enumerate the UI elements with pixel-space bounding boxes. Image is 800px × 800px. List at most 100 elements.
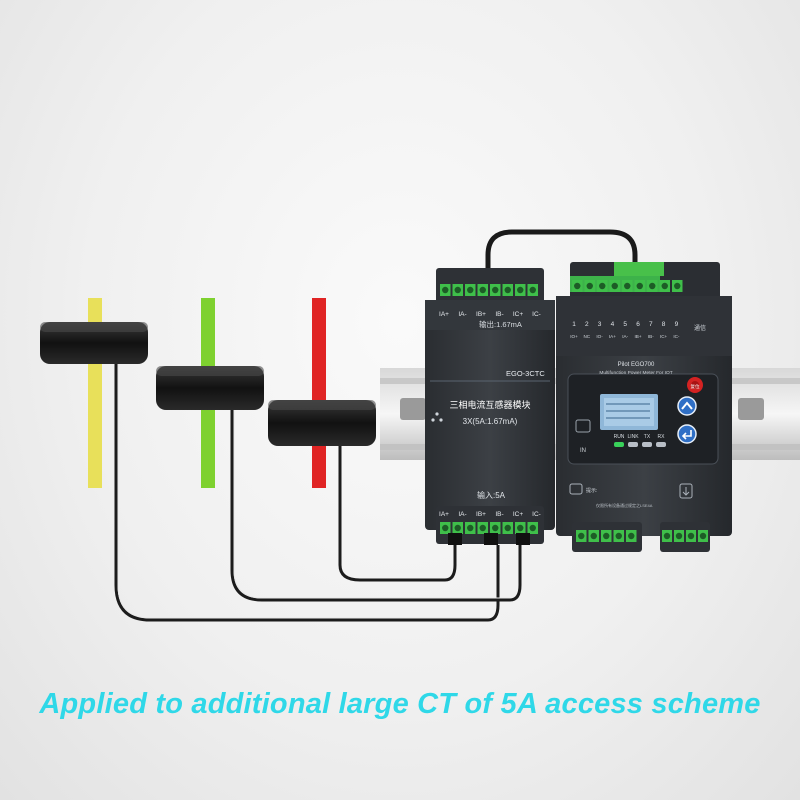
pm-top-terminal-screw bbox=[674, 282, 681, 290]
link-led bbox=[628, 442, 638, 447]
pm-led-label: RX bbox=[658, 434, 666, 440]
pm-top-terminal-screw bbox=[599, 282, 606, 290]
power-meter bbox=[556, 262, 732, 552]
pm-led-label: RUN bbox=[614, 434, 625, 440]
ct-bottom-terminal-screw bbox=[504, 524, 511, 532]
pm-bottom-terminal-screw bbox=[590, 532, 597, 540]
pm-footer-note: 仅限所有设备通过规定之LSE4A bbox=[596, 502, 653, 508]
ct-top-terminal-label: IC+ bbox=[513, 311, 524, 318]
ct-top-terminal-screw bbox=[504, 286, 511, 294]
pm-top-terminal-screw bbox=[636, 282, 643, 290]
pm-terminal-label: IC+ bbox=[660, 334, 668, 339]
current-transformer-a bbox=[40, 322, 148, 364]
current-transformer-c bbox=[268, 400, 376, 446]
ct-top-terminal-label: IC- bbox=[532, 311, 541, 318]
pm-terminal-number: 9 bbox=[675, 321, 679, 328]
pm-bottom-terminal-screw bbox=[687, 532, 695, 540]
pm-led-label: LINK bbox=[627, 434, 639, 440]
pm-terminal-label: NC bbox=[583, 334, 590, 339]
pm-bottom-terminal-screw bbox=[615, 532, 622, 540]
ct-bottom-terminal-label: IB- bbox=[495, 511, 503, 518]
ct-spec: 3X(5A:1.67mA) bbox=[463, 417, 518, 426]
pm-bottom-terminal-screw bbox=[578, 532, 585, 540]
ct-top-terminal-screw bbox=[529, 286, 536, 294]
pm-terminal-label: IO- bbox=[596, 334, 603, 339]
pm-in-label: IN bbox=[580, 448, 586, 454]
pm-note-label: 提示: bbox=[586, 487, 597, 494]
current-transformer-b bbox=[156, 366, 264, 410]
ct-bottom-terminal-screw bbox=[467, 524, 474, 532]
info-icon bbox=[569, 483, 583, 495]
download-icon bbox=[679, 483, 693, 499]
pm-top-terminal-screw bbox=[586, 282, 593, 290]
ct-bottom-terminal-label: IC- bbox=[532, 511, 541, 518]
ct-output-label: 输出:1.67mA bbox=[479, 319, 522, 329]
enter-button bbox=[677, 424, 697, 444]
pm-brand: Pilot EGO700 bbox=[618, 362, 655, 368]
conductor-c bbox=[312, 298, 326, 488]
pm-subtitle: Multifunction Power Meter For IOT bbox=[599, 370, 672, 376]
pm-led-label: TX bbox=[644, 434, 651, 440]
pm-bottom-terminal-screw bbox=[663, 532, 671, 540]
ct-top-terminal-label: IA+ bbox=[439, 311, 449, 318]
pm-terminal-label: IB+ bbox=[634, 334, 641, 339]
run-led bbox=[614, 442, 624, 447]
pm-corner-label: 通信 bbox=[694, 324, 706, 332]
ct-bottom-terminal-label: IC+ bbox=[513, 511, 524, 518]
ct-wires-highlight bbox=[117, 362, 510, 619]
pm-terminal-number: 5 bbox=[623, 321, 627, 328]
pm-top-terminal-screw bbox=[624, 282, 631, 290]
rx-led bbox=[656, 442, 666, 447]
pm-terminal-number: 1 bbox=[572, 321, 576, 328]
ct-bottom-terminal-screw bbox=[442, 524, 449, 532]
ct-wires bbox=[114, 362, 522, 622]
ct-bottom-terminal-screw bbox=[492, 524, 499, 532]
pm-bottom-terminal-screw bbox=[699, 532, 707, 540]
pm-terminal-number: 2 bbox=[585, 321, 589, 328]
ct-top-terminal-label: IB+ bbox=[476, 311, 486, 318]
ct-input-label: 输入:5A bbox=[477, 490, 506, 500]
pm-bottom-terminal-screw bbox=[675, 532, 683, 540]
pm-bottom-terminal-screw bbox=[628, 532, 635, 540]
pm-terminal-label: IA+ bbox=[609, 334, 616, 339]
ct-top-terminal-label: IA- bbox=[458, 311, 466, 318]
ct-bottom-terminal-screw bbox=[517, 524, 524, 532]
pm-terminal-label: IC- bbox=[673, 334, 680, 339]
pm-terminal-number: 3 bbox=[598, 321, 602, 328]
pm-top-terminal-screw bbox=[611, 282, 618, 290]
pm-terminal-label: IO+ bbox=[570, 334, 578, 339]
ethernet-icon bbox=[575, 419, 591, 433]
pm-terminal-label: IA- bbox=[622, 334, 628, 339]
tx-led bbox=[642, 442, 652, 447]
ct-top-terminal-label: IB- bbox=[495, 311, 503, 318]
ct-top-terminal-screw bbox=[479, 286, 486, 294]
bus-cable bbox=[485, 229, 638, 272]
up-arrow-button bbox=[677, 396, 697, 416]
pm-terminal-number: 8 bbox=[662, 321, 666, 328]
ct-bottom-terminal-screw bbox=[479, 524, 486, 532]
ct-title: 三相电流互感器模块 bbox=[449, 399, 530, 410]
ct-bottom-terminal-label: IA+ bbox=[439, 511, 449, 518]
pm-terminal-label: IB- bbox=[648, 334, 654, 339]
network-icon bbox=[431, 412, 443, 422]
pm-terminal-number: 7 bbox=[649, 321, 653, 328]
ct-top-terminal-screw bbox=[492, 286, 499, 294]
ct-top-terminal-screw bbox=[442, 286, 449, 294]
pm-terminal-number: 6 bbox=[636, 321, 640, 328]
ct-model-label: EGO-3CTC bbox=[506, 369, 545, 378]
pm-top-terminal-screw bbox=[661, 282, 668, 290]
pm-terminal-number: 4 bbox=[611, 321, 615, 328]
ct-bottom-terminal-label: IA- bbox=[458, 511, 466, 518]
ct-bottom-terminal-label: IB+ bbox=[476, 511, 486, 518]
ct-top-terminal-screw bbox=[517, 286, 524, 294]
pm-bottom-terminal-screw bbox=[603, 532, 610, 540]
ct-top-terminal-screw bbox=[467, 286, 474, 294]
ct-top-terminal-screw bbox=[454, 286, 461, 294]
ct-bottom-terminal-screw bbox=[529, 524, 536, 532]
pm-top-terminal-screw bbox=[574, 282, 581, 290]
pm-reset-label: 复位 bbox=[691, 383, 700, 390]
caption: Applied to additional large CT of 5A acc… bbox=[39, 688, 761, 720]
pm-top-terminal-screw bbox=[649, 282, 656, 290]
